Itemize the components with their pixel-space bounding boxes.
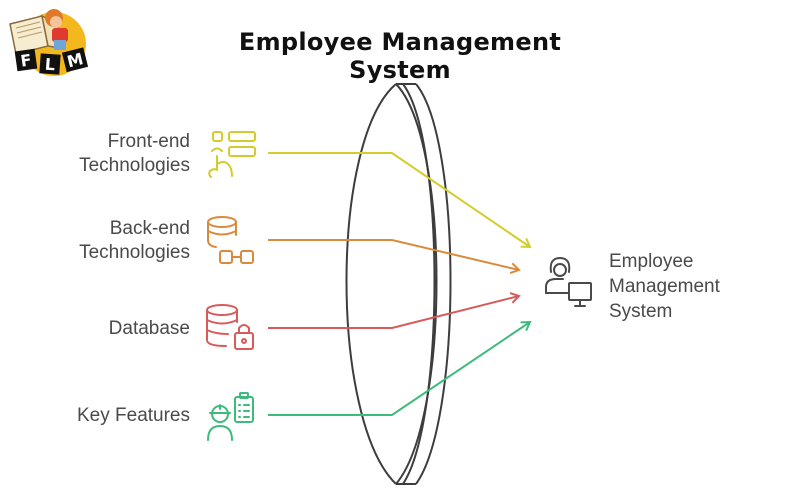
input-label-key-features: Key Features xyxy=(77,405,190,426)
database-lock-icon xyxy=(206,304,254,350)
connector-database xyxy=(268,292,521,329)
user-monitor-icon xyxy=(545,257,592,307)
output-label: Employee Management System xyxy=(609,251,720,322)
lens-shape xyxy=(345,83,452,485)
logo-letter-f: F xyxy=(19,50,32,70)
touch-list-icon xyxy=(208,131,256,178)
page-title: Employee Management System xyxy=(238,28,562,84)
flm-logo: F L M xyxy=(2,2,102,82)
connector-back-end xyxy=(268,239,521,274)
connector-front-end xyxy=(268,152,532,249)
database-link-icon xyxy=(207,216,254,264)
input-label-database: Database xyxy=(108,318,190,339)
logo-letter-m: M xyxy=(65,49,85,71)
input-label-back-end: Back-end Technologies xyxy=(79,218,190,263)
logo-letter-l: L xyxy=(44,55,56,75)
worker-checklist-icon xyxy=(207,392,254,441)
connector-key-features xyxy=(268,320,532,416)
input-label-front-end: Front-end Technologies xyxy=(79,131,190,176)
